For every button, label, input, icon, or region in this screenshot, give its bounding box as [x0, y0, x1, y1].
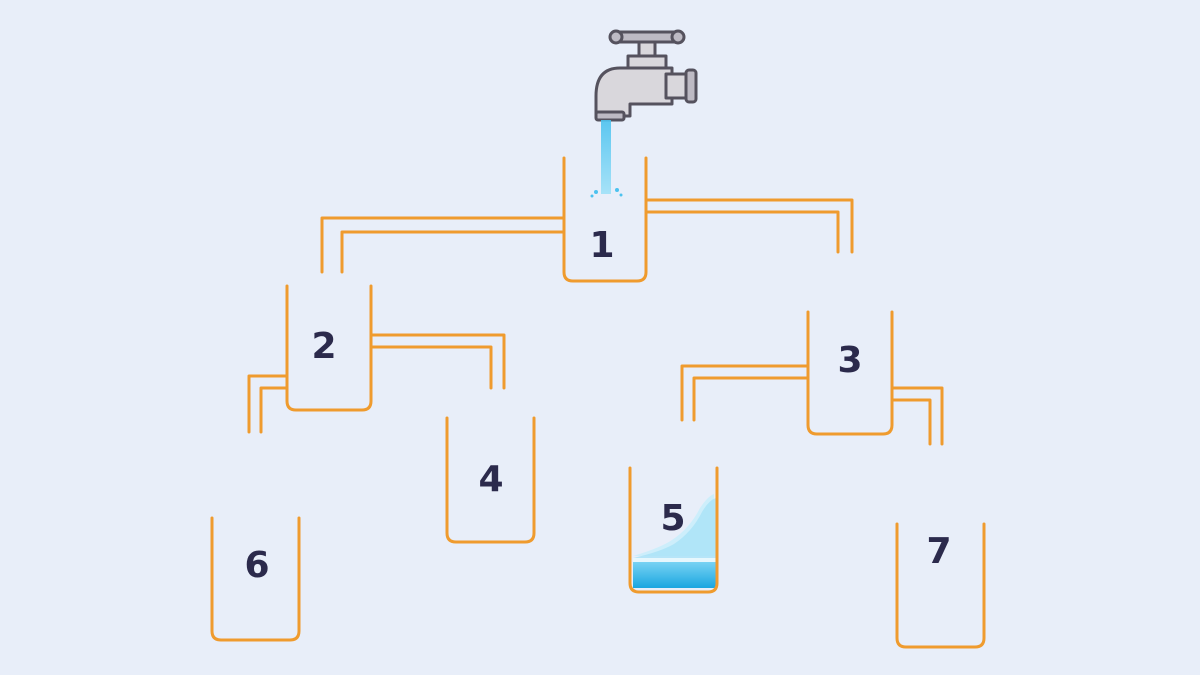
- cup-6-label: 6: [244, 545, 269, 586]
- cup-1-label: 1: [589, 225, 614, 266]
- cup-7-label: 7: [926, 531, 951, 572]
- cup-1: 1: [562, 156, 648, 283]
- cup-4-label: 4: [478, 459, 503, 500]
- cup-7: 7: [895, 522, 986, 649]
- cup-2: 2: [285, 284, 373, 412]
- cup-5: 5: [628, 466, 719, 594]
- pipe-3-to-5: [680, 364, 810, 422]
- cup-4: 4: [445, 416, 536, 544]
- cup-2-label: 2: [311, 326, 336, 367]
- pipe-2-to-6: [247, 374, 289, 434]
- water-stream-icon: [590, 120, 623, 198]
- pipe-2-to-4: [369, 333, 506, 390]
- faucet-icon: [594, 29, 698, 122]
- cup-3-label: 3: [837, 340, 862, 381]
- water-fill-icon: [633, 494, 716, 588]
- pipe-1-to-2: [320, 216, 566, 274]
- pipe-1-to-3: [644, 198, 854, 254]
- cup-3: 3: [806, 310, 894, 436]
- cup-6: 6: [210, 516, 301, 642]
- pipe-3-to-7: [890, 386, 944, 446]
- cup-5-label: 5: [660, 498, 685, 539]
